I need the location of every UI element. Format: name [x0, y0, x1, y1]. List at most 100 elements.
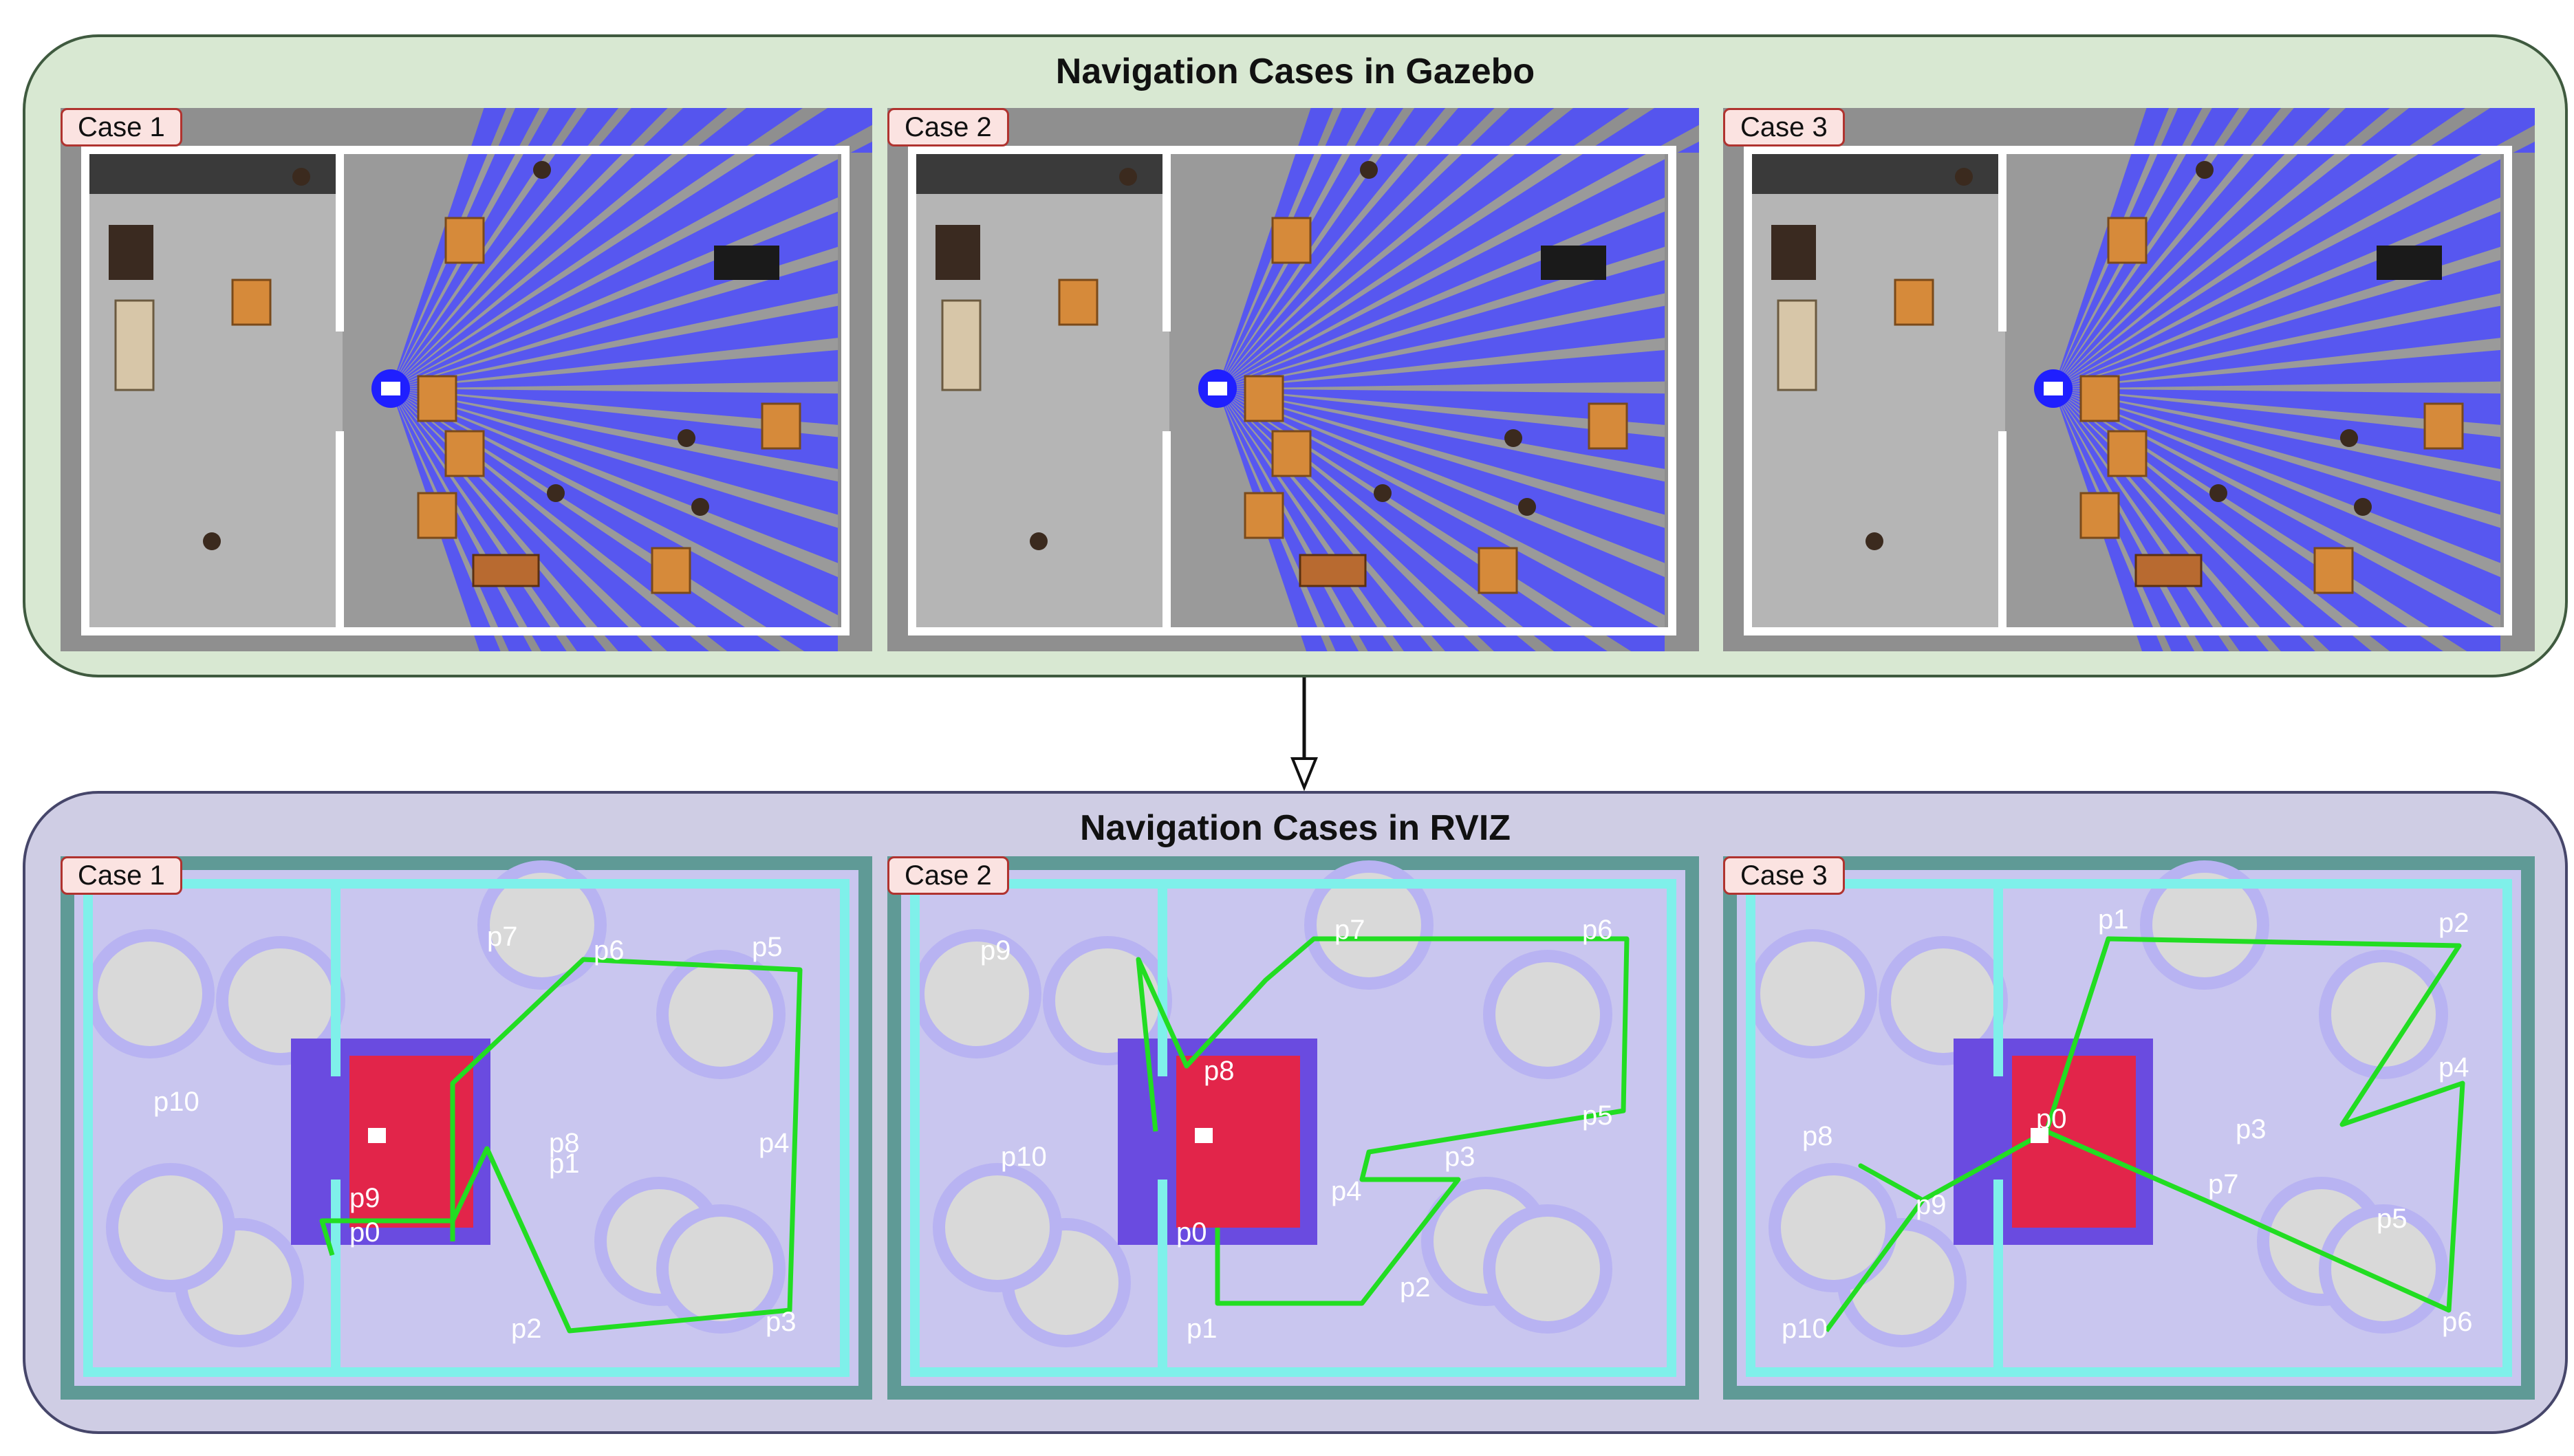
inflation: [912, 929, 1041, 1058]
waypoint-label-p6: p6: [1582, 915, 1613, 945]
person: [1955, 168, 1973, 186]
box: [651, 547, 691, 594]
box: [1244, 375, 1284, 422]
gazebo-scene: [887, 108, 1699, 651]
waypoint-label-p10: p10: [1782, 1314, 1828, 1344]
waypoint-label-p0: p0: [2036, 1104, 2067, 1134]
person: [1030, 532, 1048, 550]
walls: [81, 146, 850, 635]
cabinet: [1771, 225, 1816, 280]
case-label: Case 1: [61, 856, 182, 895]
person: [1865, 532, 1883, 550]
person: [1504, 429, 1522, 447]
map-walls: [1746, 879, 2512, 1377]
inflation: [1483, 1204, 1612, 1334]
waypoint-label-p3: p3: [766, 1307, 797, 1337]
gazebo-case-1-panel: Case 1: [61, 108, 872, 651]
box: [1244, 492, 1284, 539]
rviz-map: p0 p1 p2 p3 p4 p5 p6 p7 p8 p9 p10: [61, 856, 872, 1400]
sofa: [941, 299, 982, 391]
inflation: [1304, 860, 1434, 990]
person: [691, 498, 709, 516]
tv-table: [1541, 246, 1606, 280]
waypoint-label-p4: p4: [759, 1128, 790, 1158]
tv-table: [2377, 246, 2442, 280]
gazebo-scene: [1723, 108, 2535, 651]
waypoint-label-p5: p5: [752, 932, 783, 962]
waypoint-label-p5: p5: [1582, 1100, 1613, 1131]
inflation: [85, 929, 215, 1058]
person: [1119, 168, 1137, 186]
case-label: Case 2: [887, 856, 1009, 895]
person: [1518, 498, 1536, 516]
person: [2196, 161, 2214, 179]
waypoint-label-p3: p3: [1445, 1142, 1475, 1172]
box: [761, 402, 801, 450]
waypoint-label-p7: p7: [2208, 1169, 2239, 1199]
cabinet: [935, 225, 980, 280]
box: [1894, 279, 1934, 326]
walls: [1744, 146, 2512, 635]
sofa: [114, 299, 155, 391]
waypoint-label-p8: p8: [549, 1128, 580, 1158]
bench: [472, 554, 540, 587]
box: [1271, 217, 1312, 264]
robot: [2044, 382, 2063, 395]
person: [2209, 484, 2227, 502]
waypoint-label-p7: p7: [487, 922, 518, 952]
waypoint-label-p8: p8: [1204, 1056, 1235, 1086]
case-label: Case 3: [1723, 856, 1845, 895]
robot: [381, 382, 400, 395]
person: [292, 168, 310, 186]
inflation: [656, 950, 786, 1079]
inflation: [477, 860, 607, 990]
waypoint-label-p2: p2: [511, 1314, 542, 1344]
waypoint-label-p2: p2: [2438, 908, 2469, 938]
box: [2423, 402, 2464, 450]
person: [2354, 498, 2372, 516]
sofa: [1777, 299, 1817, 391]
navigation-path: [1824, 936, 2465, 1333]
waypoint-label-p3: p3: [2236, 1114, 2267, 1144]
waypoint-label-p0: p0: [349, 1217, 380, 1248]
waypoint-label-p6: p6: [594, 935, 625, 966]
waypoint-label-p0: p0: [1176, 1217, 1207, 1248]
waypoint-label-p10: p10: [1001, 1142, 1047, 1172]
box: [1271, 430, 1312, 477]
waypoint-label-p1: p1: [549, 1149, 580, 1179]
inflation: [2319, 950, 2448, 1079]
person: [203, 532, 221, 550]
waypoint-label-p10: p10: [153, 1087, 199, 1117]
box: [2079, 375, 2120, 422]
inflation: [1748, 929, 1877, 1058]
person: [2340, 429, 2358, 447]
waypoint-label-p9: p9: [980, 935, 1011, 966]
cabinet: [109, 225, 153, 280]
navigation-path: [319, 957, 803, 1334]
box: [2079, 492, 2120, 539]
waypoint-label-p8: p8: [1802, 1121, 1833, 1151]
bench: [1299, 554, 1367, 587]
bench: [2134, 554, 2203, 587]
waypoint-label-p2: p2: [1400, 1272, 1431, 1303]
gazebo-scene: [61, 108, 872, 651]
waypoint-label-p4: p4: [2438, 1052, 2469, 1083]
robot: [1208, 382, 1227, 395]
inflation: [656, 1204, 786, 1334]
box: [417, 492, 457, 539]
waypoint-label-p9: p9: [349, 1183, 380, 1213]
box: [444, 430, 485, 477]
box: [2107, 217, 2148, 264]
rviz-title: Navigation Cases in RVIZ: [1079, 808, 1511, 848]
waypoint-label-p6: p6: [2442, 1307, 2473, 1337]
box: [444, 217, 485, 264]
box: [1478, 547, 1518, 594]
case-label: Case 2: [887, 108, 1009, 146]
rviz-case-1-panel: Case 1 p0 p1 p2 p3 p4 p5 p6 p7 p8 p9 p10: [61, 856, 872, 1400]
person: [1360, 161, 1378, 179]
walls: [908, 146, 1676, 635]
person: [533, 161, 551, 179]
